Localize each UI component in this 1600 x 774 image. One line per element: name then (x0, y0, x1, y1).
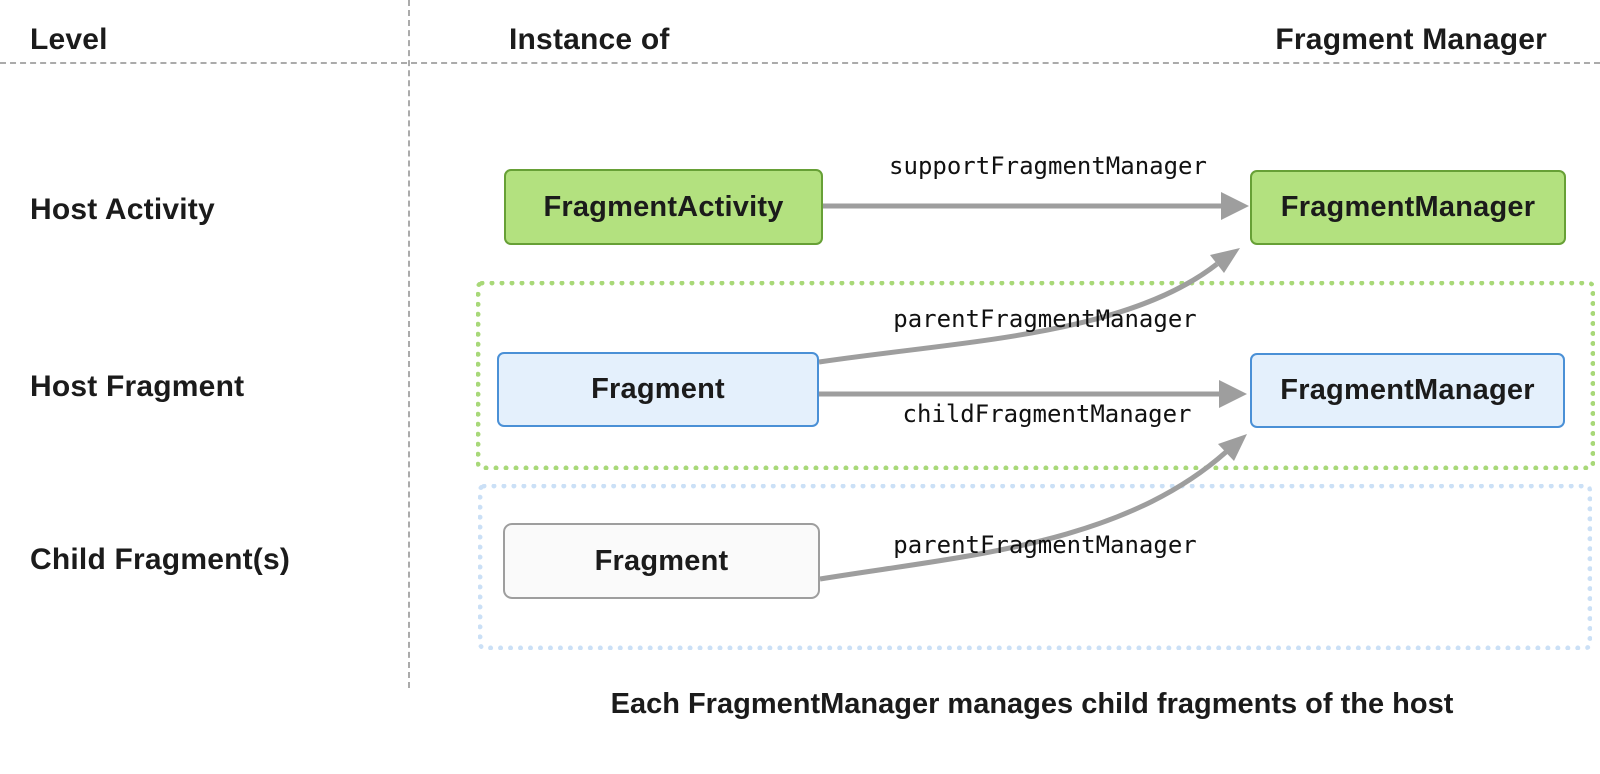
node-fragment-manager-host: FragmentManager (1250, 353, 1565, 428)
arrowhead (1210, 248, 1240, 273)
arrowhead (1221, 192, 1249, 220)
arrow-support-fragment-manager (823, 192, 1249, 220)
column-header-fragment-manager: Fragment Manager (1275, 23, 1547, 56)
header-divider-line (0, 62, 1600, 64)
column-header-instance-of: Instance of (509, 23, 670, 56)
arrow-label-child-fragment-manager: childFragmentManager (902, 400, 1192, 428)
node-fragment-child: Fragment (503, 523, 820, 599)
diagram-caption: Each FragmentManager manages child fragm… (610, 688, 1454, 720)
node-fragment-host: Fragment (497, 352, 819, 427)
column-header-level: Level (30, 23, 108, 56)
row-label-host-fragment: Host Fragment (30, 370, 245, 403)
arrow-label-parent-fragment-manager-mid: parentFragmentManager (893, 305, 1197, 333)
arrow-label-support-fragment-manager: supportFragmentManager (889, 152, 1207, 180)
row-label-child-fragments: Child Fragment(s) (30, 543, 291, 576)
node-fragment-activity: FragmentActivity (504, 169, 823, 245)
arrow-label-parent-fragment-manager-bottom: parentFragmentManager (893, 531, 1197, 559)
node-fragment-manager-activity: FragmentManager (1250, 170, 1566, 245)
column-divider-line (408, 0, 410, 688)
row-label-host-activity: Host Activity (30, 193, 215, 226)
